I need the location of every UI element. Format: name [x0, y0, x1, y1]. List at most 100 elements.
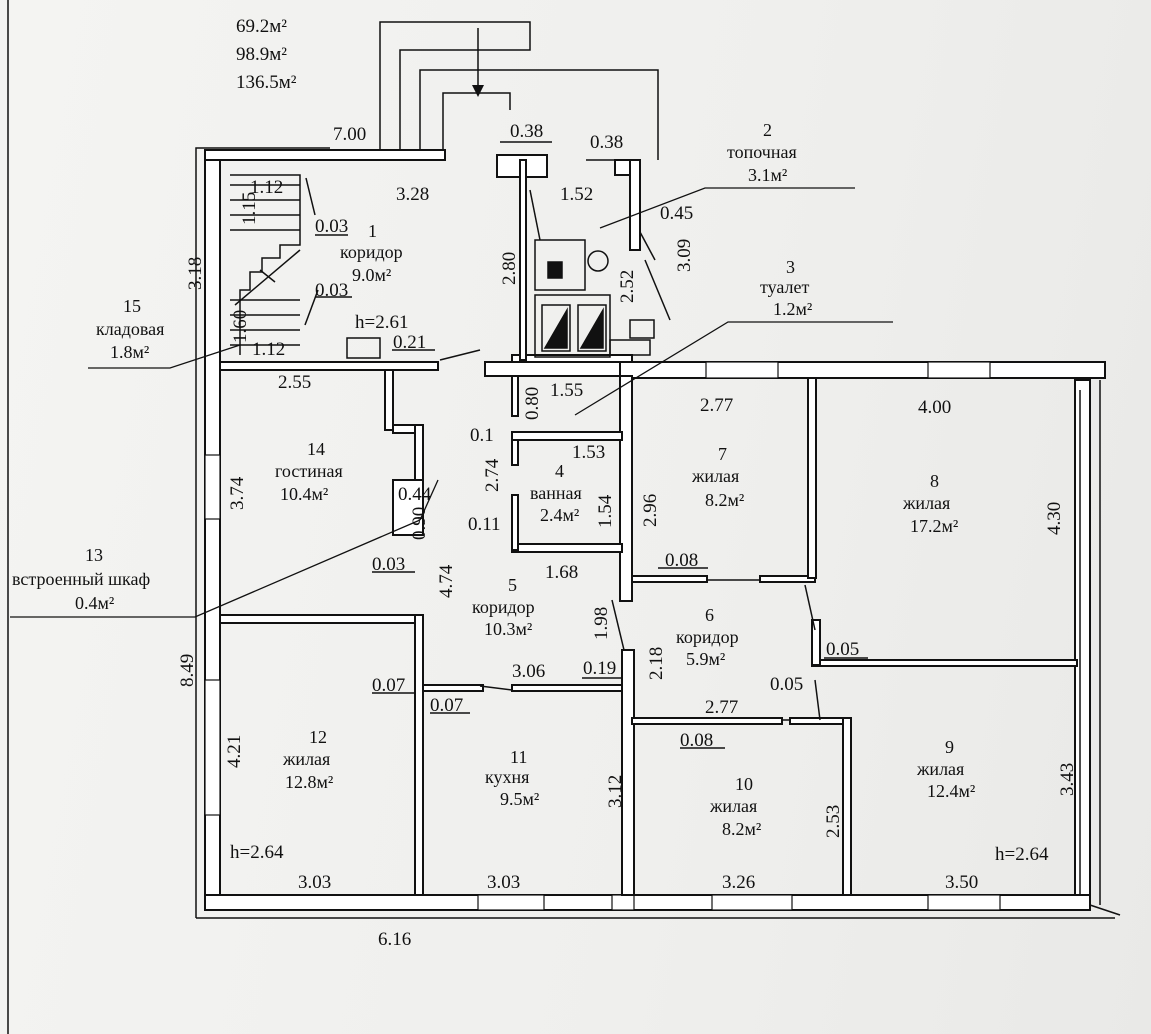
dim-2-96: 2.96: [640, 493, 661, 527]
room-11-area: 9.5м²: [500, 789, 540, 809]
stairs: [230, 174, 301, 355]
dim-0-07-b: 0.07: [430, 695, 464, 716]
total-area-3: 136.5м²: [236, 72, 297, 93]
dim-3-74: 3.74: [227, 476, 248, 510]
dim-3-03-b: 3.03: [487, 872, 521, 893]
dim-2-77-a: 2.77: [700, 395, 734, 416]
room-9-number: 9: [945, 737, 954, 757]
dim-0-21: 0.21: [393, 332, 427, 353]
dim-0-44: 0.44: [398, 484, 432, 505]
total-area-1: 69.2м²: [236, 16, 287, 37]
dim-2-18: 2.18: [646, 646, 667, 680]
dim-4-30: 4.30: [1044, 501, 1065, 535]
dim-2-74: 2.74: [482, 458, 503, 492]
dim-4-00: 4.00: [918, 397, 952, 418]
dim-3-43: 3.43: [1057, 762, 1078, 796]
dim-1-98: 1.98: [591, 606, 612, 640]
room-15-area: 1.8м²: [110, 342, 150, 362]
plot-boundary: [195, 147, 330, 918]
room-7-name: жилая: [692, 466, 740, 486]
porch-outline: [379, 21, 531, 150]
room-10-number: 10: [735, 774, 753, 794]
entry-arrow-head: [472, 85, 484, 97]
dim-1-68: 1.68: [545, 562, 579, 583]
room-4-area: 2.4м²: [540, 505, 580, 525]
dim-4-21: 4.21: [224, 734, 245, 768]
room-12-area: 12.8м²: [285, 772, 334, 792]
dim-0-03-c: 0.03: [372, 554, 406, 575]
room-2-number: 2: [763, 120, 772, 140]
room-8-number: 8: [930, 471, 939, 491]
dim-0-07-a: 0.07: [372, 675, 406, 696]
room-1-name: коридор: [340, 242, 403, 262]
exterior-wall-right: [1074, 379, 1091, 896]
dim-0-05-b: 0.05: [770, 674, 804, 695]
dim-4-74: 4.74: [436, 564, 457, 598]
dim-1-12-a: 1.12: [250, 177, 284, 198]
room-9-area: 12.4м²: [927, 781, 976, 801]
dim-0-90: 0.90: [409, 506, 430, 540]
dim-0-11: 0.11: [468, 514, 501, 535]
room-1-area: 9.0м²: [352, 265, 392, 285]
room-8-name: жилая: [903, 493, 951, 513]
dim-1-53: 1.53: [572, 442, 606, 463]
room-10-name: жилая: [710, 796, 758, 816]
dim-0-05-a: 0.05: [826, 639, 860, 660]
room-14-number: 14: [307, 439, 325, 459]
dim-3-12: 3.12: [605, 774, 626, 808]
room-13-name: встроенный шкаф: [12, 569, 151, 589]
dim-8-49: 8.49: [177, 653, 198, 687]
windows-top-right: [705, 361, 991, 379]
dim-0-38-a: 0.38: [510, 121, 544, 142]
porch-landing: [442, 92, 511, 150]
room-3-number: 3: [786, 257, 795, 277]
dim-0-80: 0.80: [522, 386, 543, 420]
total-area-2: 98.9м²: [236, 44, 287, 65]
dim-2-52: 2.52: [617, 269, 638, 303]
dim-0-08-a: 0.08: [665, 550, 699, 571]
dim-3-09: 3.09: [674, 238, 695, 272]
room-10-area: 8.2м²: [722, 819, 762, 839]
exterior-wall-top-right: [619, 361, 1106, 379]
dim-2-77-b: 2.77: [705, 697, 739, 718]
dim-1-54: 1.54: [595, 494, 616, 528]
ceiling-height-bottom-left: h=2.64: [230, 842, 284, 863]
room-14-name: гостиная: [275, 461, 343, 481]
room-8-area: 17.2м²: [910, 516, 959, 536]
dim-3-18: 3.18: [185, 256, 206, 290]
room-14-area: 10.4м²: [280, 484, 329, 504]
boiler-equipment: [534, 239, 655, 358]
room-11-name: кухня: [485, 767, 530, 787]
room-13-number: 13: [85, 545, 103, 565]
dim-0-08-b: 0.08: [680, 730, 714, 751]
dimension-ticks: [315, 141, 868, 749]
dim-2-53: 2.53: [823, 804, 844, 838]
door-swings: [304, 177, 821, 721]
windows-left: [204, 454, 221, 816]
dim-3-06: 3.06: [512, 661, 546, 682]
room-15-name: кладовая: [96, 319, 165, 339]
room-6-number: 6: [705, 605, 714, 625]
exterior-wall-top-left: [204, 149, 446, 161]
room-9-name: жилая: [917, 759, 965, 779]
room-6-name: коридор: [676, 627, 739, 647]
dim-1-15: 1.15: [239, 191, 260, 225]
room-5-number: 5: [508, 575, 517, 595]
room-11-number: 11: [510, 747, 528, 767]
dim-1-12-b: 1.12: [252, 339, 286, 360]
room-7-number: 7: [718, 444, 727, 464]
dim-2-55: 2.55: [278, 372, 312, 393]
dim-1-52: 1.52: [560, 184, 594, 205]
dim-7-00: 7.00: [333, 124, 367, 145]
dim-0-1: 0.1: [470, 425, 494, 446]
dim-3-50: 3.50: [945, 872, 979, 893]
room-12-number: 12: [309, 727, 327, 747]
room-6-area: 5.9м²: [686, 649, 726, 669]
dim-1-55: 1.55: [550, 380, 584, 401]
dim-6-16: 6.16: [378, 929, 412, 950]
leader-lines: [10, 187, 893, 618]
windows-bottom: [477, 894, 1001, 911]
dim-3-26: 3.26: [722, 872, 756, 893]
